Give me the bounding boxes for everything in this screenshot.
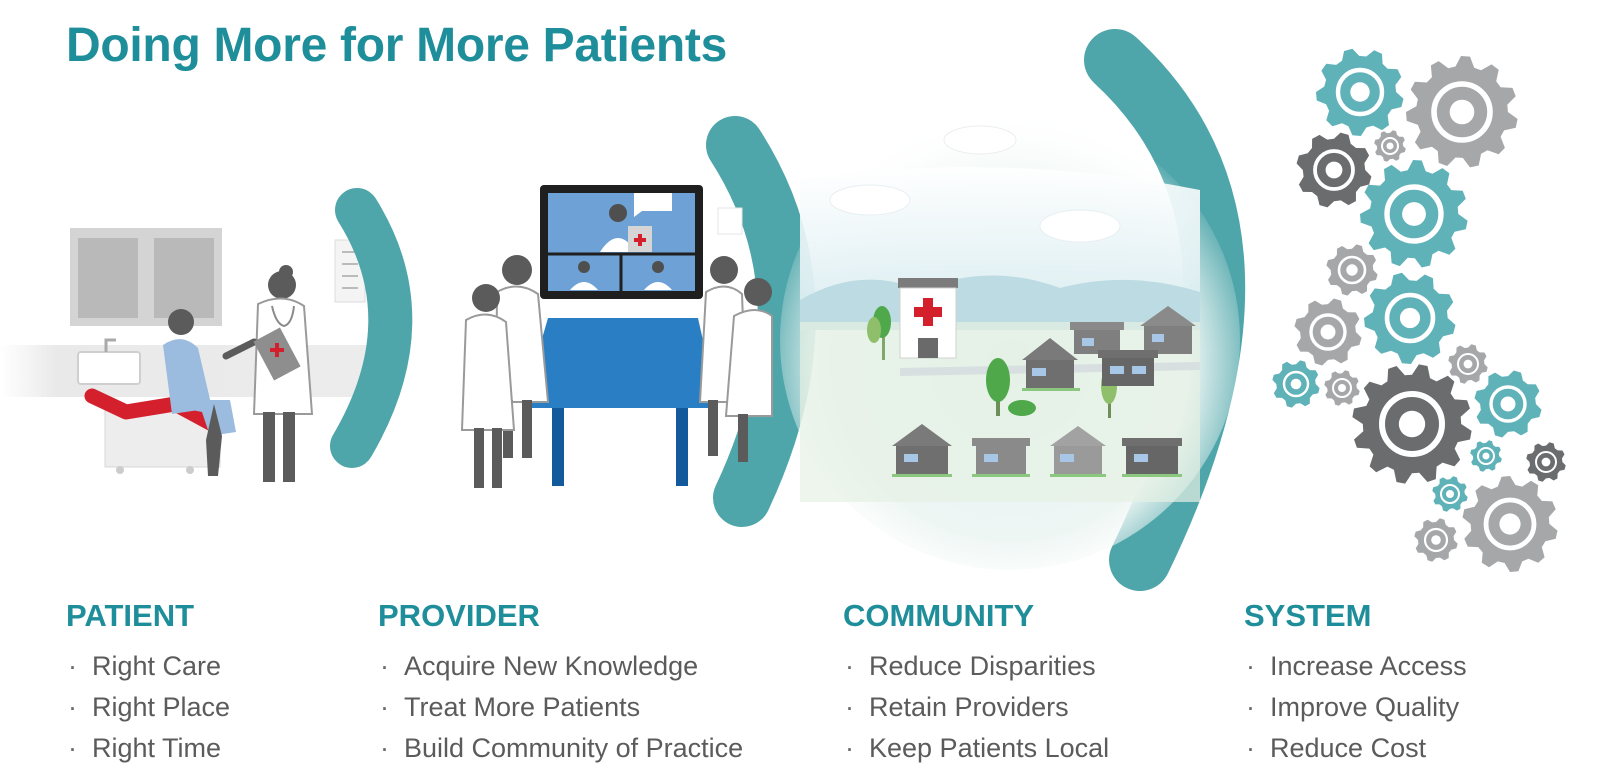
- list-item: Keep Patients Local: [843, 728, 1109, 769]
- list-item: Acquire New Knowledge: [378, 646, 743, 687]
- page-title: Doing More for More Patients: [66, 19, 727, 72]
- gear-icon: [1326, 244, 1378, 296]
- patient-list: Right Care Right Place Right Time: [66, 646, 230, 769]
- gears-icon: [1272, 48, 1566, 572]
- village-with-hospital-icon: [780, 110, 1240, 570]
- list-item: Improve Quality: [1244, 687, 1467, 728]
- gear-icon: [1324, 370, 1360, 406]
- list-item: Build Community of Practice: [378, 728, 743, 769]
- gear-icon: [1374, 130, 1406, 162]
- list-item: Reduce Disparities: [843, 646, 1109, 687]
- community-heading: COMMUNITY: [843, 598, 1035, 633]
- system-list: Increase Access Improve Quality Reduce C…: [1244, 646, 1467, 769]
- scene-illustration: [0, 29, 1566, 591]
- gear-icon: [1360, 160, 1468, 268]
- gear-icon: [1432, 476, 1468, 512]
- list-item: Retain Providers: [843, 687, 1109, 728]
- gear-icon: [1296, 132, 1372, 208]
- provider-heading: PROVIDER: [378, 598, 540, 633]
- gear-icon: [1414, 518, 1458, 562]
- gear-icon: [1406, 56, 1518, 168]
- gear-icon: [1364, 272, 1456, 364]
- gear-icon: [1462, 476, 1558, 572]
- gear-icon: [1316, 48, 1404, 137]
- list-item: Reduce Cost: [1244, 728, 1467, 769]
- gear-icon: [1470, 440, 1502, 472]
- list-item: Right Place: [66, 687, 230, 728]
- gear-icon: [1474, 370, 1542, 438]
- community-list: Reduce Disparities Retain Providers Keep…: [843, 646, 1109, 769]
- gear-icon: [1352, 364, 1472, 484]
- provider-list: Acquire New Knowledge Treat More Patient…: [378, 646, 743, 769]
- column-community: COMMUNITY Reduce Disparities Retain Prov…: [843, 596, 1109, 769]
- list-item: Right Care: [66, 646, 230, 687]
- telehealth-conference-icon: [460, 185, 773, 488]
- gear-icon: [1526, 442, 1566, 482]
- column-system: SYSTEM Increase Access Improve Quality R…: [1244, 596, 1467, 769]
- column-patient: PATIENT Right Care Right Place Right Tim…: [66, 596, 230, 769]
- list-item: Right Time: [66, 728, 230, 769]
- column-provider: PROVIDER Acquire New Knowledge Treat Mor…: [378, 596, 743, 769]
- system-heading: SYSTEM: [1244, 598, 1372, 633]
- exam-room-icon: [0, 228, 370, 482]
- list-item: Increase Access: [1244, 646, 1467, 687]
- gear-icon: [1294, 298, 1362, 366]
- gear-icon: [1272, 360, 1320, 408]
- patient-heading: PATIENT: [66, 598, 195, 633]
- list-item: Treat More Patients: [378, 687, 743, 728]
- gear-icon: [1448, 344, 1488, 384]
